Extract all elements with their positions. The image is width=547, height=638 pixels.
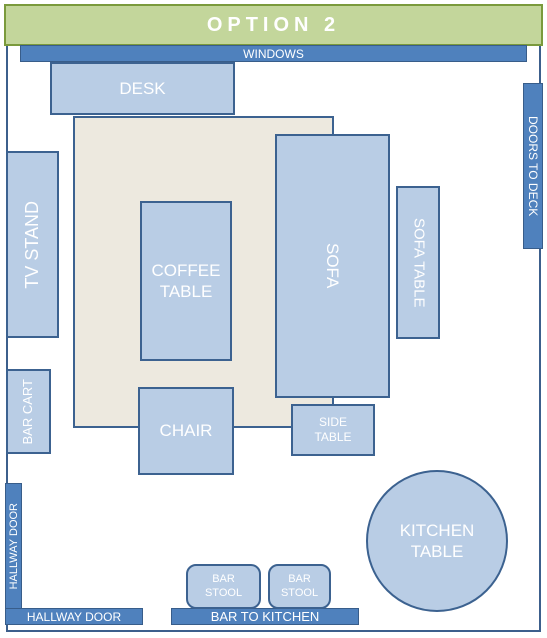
bar-cart-label: BAR CART [20,378,36,445]
coffee-table: COFFEE TABLE [140,201,232,361]
sofa-label: SOFA [323,243,343,289]
hallway-door-bottom-label: HALLWAY DOOR [26,609,122,624]
hallway-door-side-label: HALLWAY DOOR [7,502,20,590]
option-title: OPTION 2 [206,13,341,36]
sofa-table-label: SOFA TABLE [410,217,428,308]
bar-to-kitchen-label: BAR TO KITCHEN [210,609,320,624]
bar-stool-right-label: BAR STOOL [280,572,319,599]
sofa-table: SOFA TABLE [396,186,440,339]
doors-to-deck-label: DOORS TO DECK [526,115,540,217]
desk: DESK [50,62,235,115]
coffee-table-label: COFFEE TABLE [151,260,221,301]
sofa: SOFA [275,134,390,398]
bar-cart: BAR CART [6,369,51,454]
hallway-door-bottom-fixture: HALLWAY DOOR [5,608,143,625]
desk-label: DESK [119,78,166,98]
tv-stand: TV STAND [6,151,59,338]
side-table-label: SIDE TABLE [314,415,352,444]
windows-fixture: WINDOWS [20,45,527,62]
bar-stool-left: BAR STOOL [186,564,261,609]
bar-stool-left-label: BAR STOOL [204,572,243,599]
hallway-door-side-fixture: HALLWAY DOOR [5,483,22,609]
chair: CHAIR [138,387,234,475]
kitchen-table: KITCHEN TABLE [366,470,508,612]
windows-label: WINDOWS [243,46,304,61]
option-title-banner: OPTION 2 [4,4,543,46]
chair-label: CHAIR [159,421,213,441]
side-table: SIDE TABLE [291,404,375,456]
bar-to-kitchen-fixture: BAR TO KITCHEN [171,608,359,625]
bar-stool-right: BAR STOOL [268,564,331,609]
kitchen-table-label: KITCHEN TABLE [399,520,475,561]
doors-to-deck-fixture: DOORS TO DECK [523,83,543,249]
tv-stand-label: TV STAND [22,200,43,289]
